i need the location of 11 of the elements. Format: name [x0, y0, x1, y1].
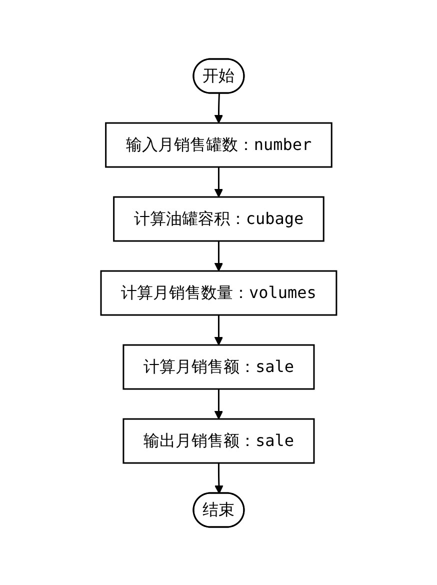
- arrow: [214, 462, 224, 494]
- arrow: [214, 166, 223, 197]
- node-box: 计算月销售数量：volumes: [100, 270, 337, 316]
- node-box: 输出月销售额：sale: [122, 418, 315, 464]
- arrow: [214, 240, 223, 271]
- node-box: 计算月销售额：sale: [122, 344, 315, 390]
- arrow: [214, 388, 223, 419]
- node-box: 输入月销售罐数：number: [104, 122, 332, 168]
- arrow: [214, 314, 223, 345]
- node-box: 计算油罐容积：cubage: [112, 196, 324, 242]
- arrow: [214, 92, 223, 123]
